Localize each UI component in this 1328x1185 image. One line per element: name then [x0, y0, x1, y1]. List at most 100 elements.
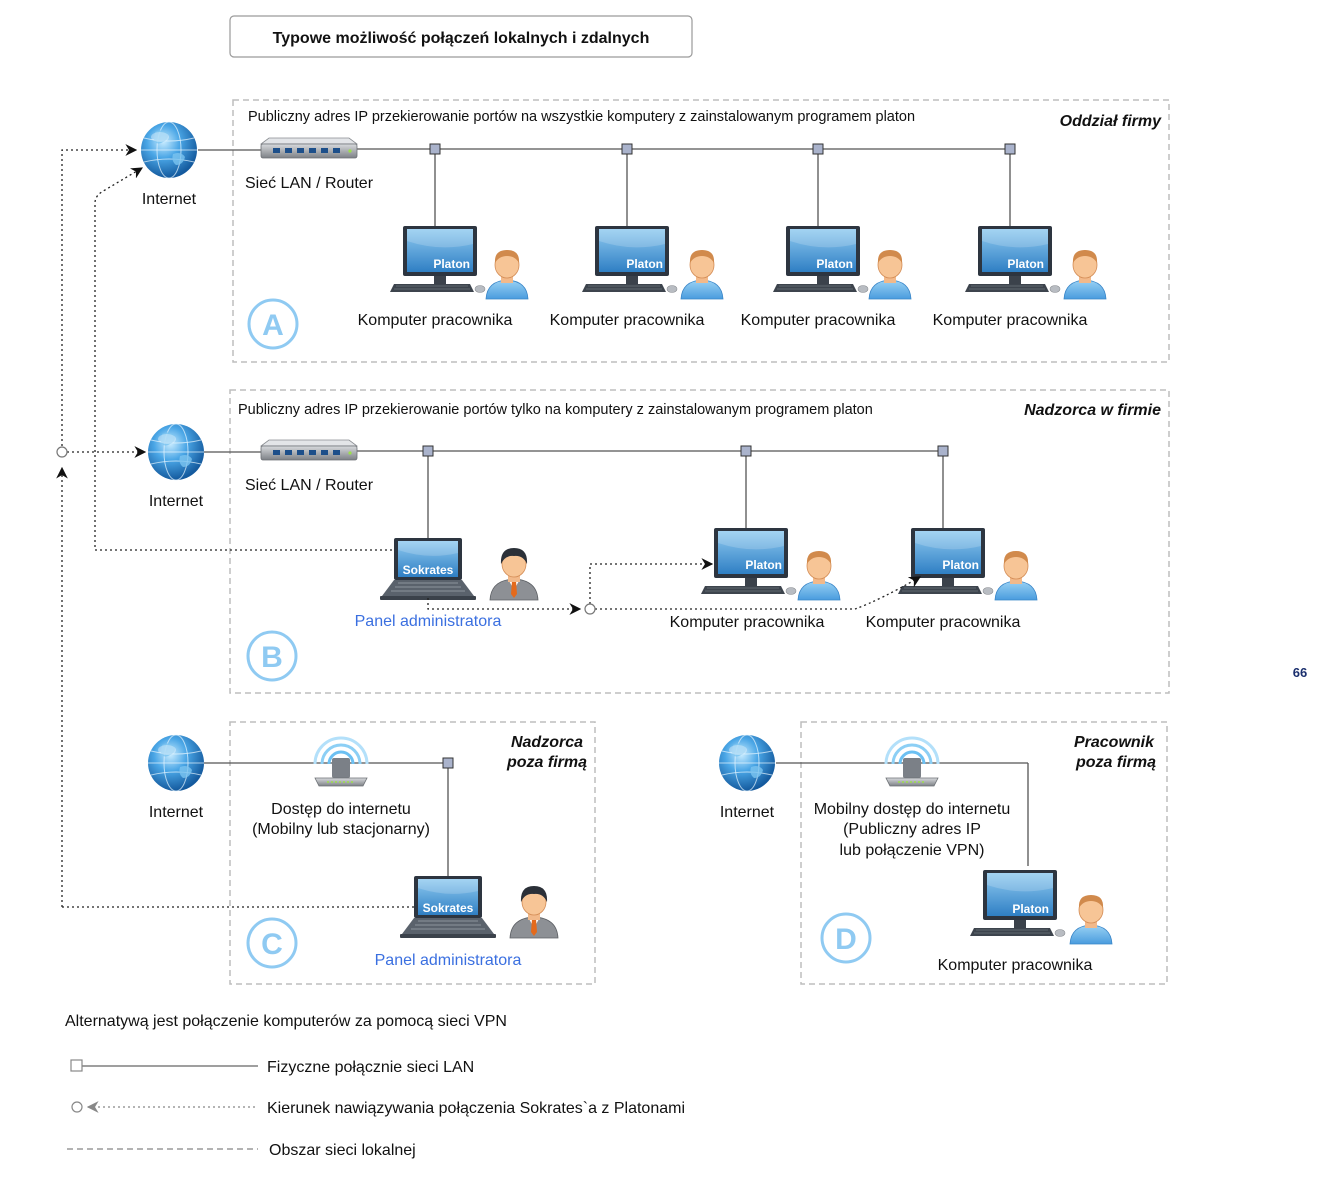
user-icon [994, 550, 1038, 601]
area-b-worker-1: Platon Komputer pracownika [670, 527, 841, 631]
wifi-router-icon [884, 736, 940, 788]
area-d-title-line-2: poza firmą [1075, 754, 1156, 771]
area-a-caption: Publiczny adres IP przekierowanie portów… [248, 109, 915, 125]
user-icon [1069, 894, 1113, 945]
legend-area-label: Obszar sieci lokalnej [269, 1142, 416, 1159]
area-a-worker-3: Platon Komputer pracownika [741, 225, 912, 329]
area-d-access-line-1: Mobilny dostęp do internetu [814, 801, 1011, 818]
path-to-worker-b1 [589, 558, 714, 604]
area-c-lan-lines [204, 762, 449, 876]
admin-user-icon [489, 547, 539, 601]
worker-pc-label: Komputer pracownika [938, 957, 1093, 974]
worker-pc-label: Komputer pracownika [741, 312, 896, 329]
path-to-worker-b2 [595, 576, 922, 610]
connection-direction-paths [56, 144, 922, 908]
area-a-worker-1: Platon Komputer pracownika [358, 225, 529, 329]
area-c-access-line-2: (Mobilny lub stacjonarny) [252, 821, 430, 838]
area-c-title-line-1: Nadzorca [511, 734, 583, 751]
area-d-access-line-3: lub połączenie VPN) [840, 842, 985, 859]
sokrates-screen-label: Sokrates [423, 901, 474, 915]
router-icon [260, 137, 358, 159]
area-a-worker-2: Platon Komputer pracownika [550, 225, 724, 329]
platon-screen-label: Platon [626, 257, 663, 271]
path-b-admin-to-junction [427, 598, 582, 615]
area-b-caption: Publiczny adres IP przekierowanie portów… [238, 402, 873, 418]
area-b-lan-nodes [422, 445, 949, 457]
globe-icon [140, 121, 198, 179]
user-icon [868, 249, 912, 300]
globe-icon [718, 734, 776, 792]
area-a-title: Oddział firmy [1060, 113, 1162, 130]
diagram-title: Typowe możliwość połączeń lokalnych i zd… [273, 30, 650, 47]
area-d-box [800, 721, 1168, 985]
area-b-admin: Sokrates Panel administratora [355, 537, 539, 630]
vpn-note: Alternatywą jest połączenie komputerów z… [65, 1013, 507, 1030]
area-d-worker: Platon Komputer pracownika [938, 869, 1113, 974]
globe-icon [147, 423, 205, 481]
page-number: 66 [1293, 665, 1307, 680]
area-c-lan-node [442, 757, 454, 769]
junction-node [584, 603, 596, 615]
legend-lan-label: Fizyczne połącznie sieci LAN [267, 1059, 474, 1076]
internet-label-d: Internet [720, 804, 775, 821]
internet-label-c: Internet [149, 804, 204, 821]
junction-node [56, 446, 68, 458]
admin-user-icon [509, 885, 559, 939]
worker-pc-label: Komputer pracownika [933, 312, 1088, 329]
admin-panel-label: Panel administratora [375, 952, 522, 969]
area-a-letter: A [262, 309, 284, 342]
area-b-title: Nadzorca w firmie [1024, 402, 1161, 419]
internet-label-a: Internet [142, 191, 197, 208]
globe-icon [147, 734, 205, 792]
area-a-box [232, 99, 1170, 363]
area-b-box [229, 389, 1170, 694]
admin-panel-label: Panel administratora [355, 613, 502, 630]
legend-lan: Fizyczne połącznie sieci LAN [70, 1059, 474, 1076]
user-icon [680, 249, 724, 300]
path-to-internet-a [61, 144, 138, 446]
router-label-a: Sieć LAN / Router [245, 175, 374, 192]
sokrates-screen-label: Sokrates [403, 563, 454, 577]
area-c-access-line-1: Dostęp do internetu [271, 801, 411, 818]
platon-screen-label: Platon [816, 257, 853, 271]
wifi-router-icon [313, 736, 369, 788]
internet-label-b: Internet [149, 493, 204, 510]
platon-screen-label: Platon [1012, 902, 1049, 916]
worker-pc-label: Komputer pracownika [550, 312, 705, 329]
title-box [229, 15, 693, 58]
lan-node-icon [70, 1059, 83, 1072]
area-a-lan-nodes [429, 143, 1016, 155]
platon-screen-label: Platon [745, 558, 782, 572]
area-c-box [229, 721, 596, 985]
area-b-letter-circle [246, 630, 298, 682]
path-b-admin-to-a [94, 167, 392, 551]
platon-screen-label: Platon [942, 558, 979, 572]
platon-screen-label: Platon [433, 257, 470, 271]
area-d-title-line-1: Pracownik [1074, 734, 1155, 751]
worker-pc-label: Komputer pracownika [866, 614, 1021, 631]
area-b-worker-2: Platon Komputer pracownika [866, 527, 1038, 631]
area-a-letter-circle [247, 298, 299, 350]
area-c-admin: Sokrates Panel administratora [375, 875, 559, 969]
router-label-b: Sieć LAN / Router [245, 477, 374, 494]
area-boxes [229, 99, 1170, 985]
platon-screen-label: Platon [1007, 257, 1044, 271]
router-icon [260, 439, 358, 461]
area-d-lines [776, 762, 1029, 866]
area-d-access-line-2: (Publiczny adres IP [843, 821, 981, 838]
user-icon [797, 550, 841, 601]
area-b-lan-lines [203, 450, 944, 538]
user-icon [485, 249, 529, 300]
worker-pc-label: Komputer pracownika [670, 614, 825, 631]
legend-area: Obszar sieci lokalnej [67, 1142, 416, 1159]
legend-direction-label: Kierunek nawiązywania połączenia Sokrate… [267, 1100, 685, 1117]
area-c-title-line-2: poza firmą [506, 754, 587, 771]
area-b-letter: B [261, 641, 283, 674]
area-c-letter-circle [246, 917, 298, 969]
area-d-letter: D [835, 923, 857, 956]
area-a-worker-4: Platon Komputer pracownika [933, 225, 1107, 329]
arrow-icon [71, 1101, 83, 1113]
area-a-lan-lines [198, 148, 1011, 226]
area-d-letter-circle [820, 912, 872, 964]
